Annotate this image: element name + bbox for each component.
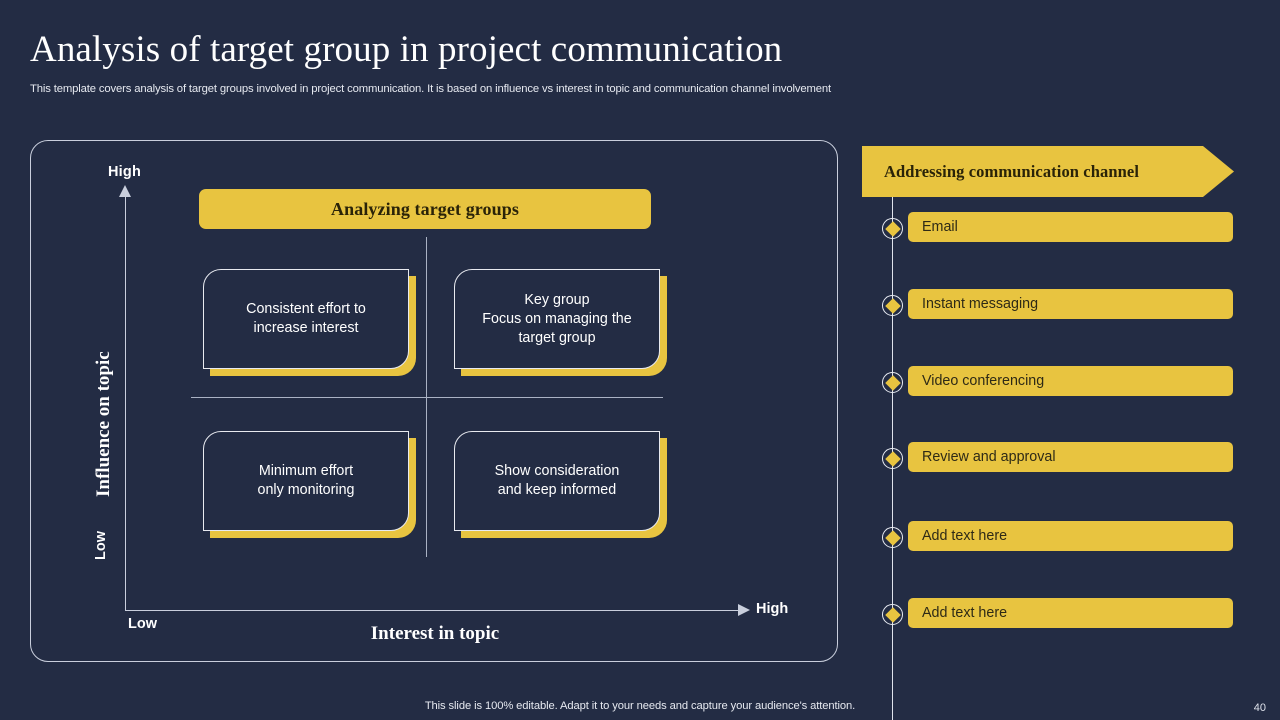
- footer-note: This slide is 100% editable. Adapt it to…: [424, 700, 856, 712]
- x-axis-low-label: Low: [128, 616, 157, 632]
- channel-item-label[interactable]: Review and approval: [908, 442, 1233, 472]
- page-number: 40: [1253, 702, 1266, 714]
- page-title: Analysis of target group in project comm…: [30, 29, 783, 70]
- y-axis-title: Influence on topic: [93, 351, 114, 497]
- channel-item-label[interactable]: Add text here: [908, 521, 1233, 551]
- channel-item-3[interactable]: Video conferencing: [862, 366, 1252, 396]
- y-axis-line: [125, 193, 127, 611]
- matrix-panel: Analyzing target groups High Low Low Hig…: [30, 140, 838, 662]
- diamond-marker-icon: [882, 604, 903, 625]
- channel-item-label[interactable]: Video conferencing: [908, 366, 1233, 396]
- channel-panel-header-label: Addressing communication channel: [884, 161, 1140, 181]
- channel-panel: Addressing communication channel Email I…: [862, 146, 1252, 720]
- channel-item-5[interactable]: Add text here: [862, 521, 1252, 551]
- channel-item-2[interactable]: Instant messaging: [862, 289, 1252, 319]
- channel-item-4[interactable]: Review and approval: [862, 442, 1252, 472]
- quadrant-divider-horizontal: [191, 397, 663, 399]
- matrix-heading-banner: Analyzing target groups: [199, 189, 651, 229]
- diamond-marker-icon: [882, 295, 903, 316]
- channel-item-1[interactable]: Email: [862, 212, 1252, 242]
- diamond-marker-icon: [882, 372, 903, 393]
- channel-item-label[interactable]: Add text here: [908, 598, 1233, 628]
- y-axis-high-label: High: [108, 164, 142, 180]
- x-axis-arrow-icon: [738, 604, 750, 616]
- diamond-marker-icon: [882, 527, 903, 548]
- matrix-heading-label: Analyzing target groups: [331, 198, 519, 219]
- channel-item-6[interactable]: Add text here: [862, 598, 1252, 628]
- x-axis-title: Interest in topic: [370, 623, 500, 644]
- channel-panel-header-banner: Addressing communication channel: [862, 146, 1234, 197]
- y-axis-low-label: Low: [93, 531, 109, 560]
- quadrant-card-bottom-right[interactable]: Show consideration and keep informed: [454, 431, 660, 531]
- x-axis-line: [125, 610, 745, 612]
- y-axis-arrow-icon: [119, 185, 131, 197]
- page-subtitle: This template covers analysis of target …: [30, 83, 831, 95]
- quadrant-card-top-left[interactable]: Consistent effort to increase interest: [203, 269, 409, 369]
- diamond-marker-icon: [882, 448, 903, 469]
- diamond-marker-icon: [882, 218, 903, 239]
- quadrant-card-bottom-left[interactable]: Minimum effort only monitoring: [203, 431, 409, 531]
- x-axis-high-label: High: [756, 601, 789, 617]
- channel-item-label[interactable]: Instant messaging: [908, 289, 1233, 319]
- channel-item-label[interactable]: Email: [908, 212, 1233, 242]
- quadrant-card-top-right[interactable]: Key group Focus on managing the target g…: [454, 269, 660, 369]
